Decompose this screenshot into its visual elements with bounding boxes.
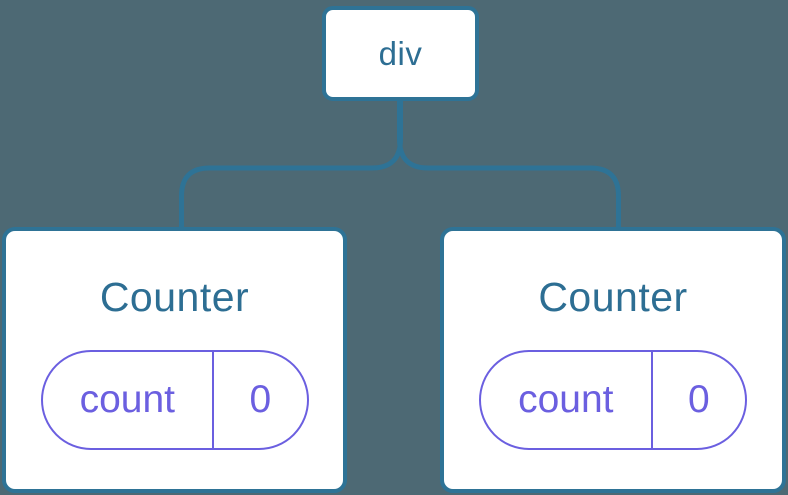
- state-pill: count 0: [40, 350, 309, 450]
- connector-right-branch: [397, 99, 621, 230]
- state-key-cell: count: [43, 352, 215, 448]
- counter-title: Counter: [538, 274, 688, 320]
- counter-title: Counter: [99, 274, 250, 320]
- root-node-label: div: [378, 34, 423, 72]
- tree-node-counter-1: Counter count 0: [2, 227, 347, 493]
- tree-node-counter-2: Counter count 0: [440, 227, 786, 493]
- tree-node-root: div: [322, 6, 479, 101]
- state-value: 0: [687, 378, 710, 421]
- state-pill: count 0: [479, 350, 747, 450]
- state-value-cell: 0: [653, 352, 745, 448]
- state-value: 0: [249, 378, 272, 421]
- state-key-cell: count: [481, 352, 653, 448]
- state-key: count: [518, 378, 614, 421]
- state-value-cell: 0: [214, 352, 306, 448]
- connector-left-branch: [179, 99, 403, 230]
- state-key: count: [79, 378, 175, 421]
